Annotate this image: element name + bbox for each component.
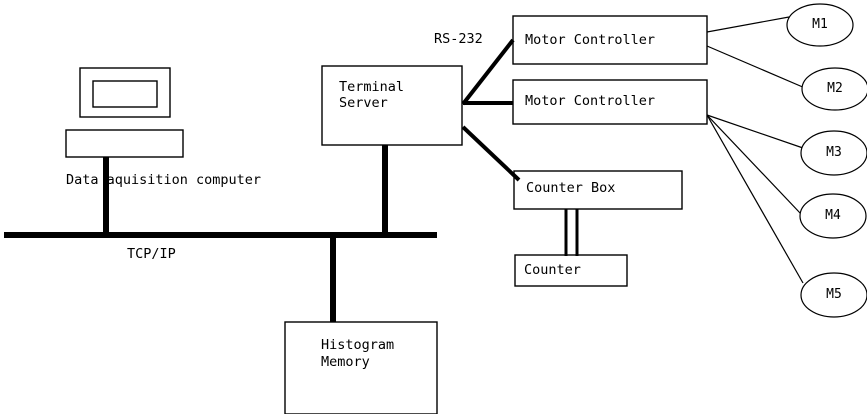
counter-box-shape xyxy=(513,170,683,210)
histogram-memory-shape xyxy=(284,321,438,414)
histogram-memory-label-line2: Memory xyxy=(321,354,370,370)
motor-m3-shape xyxy=(800,130,867,176)
counter-box-label: Counter Box xyxy=(526,180,616,196)
motor-m4-shape xyxy=(799,193,867,239)
computer-label: Data aquisition computer xyxy=(66,172,262,188)
motor-m1-label: M1 xyxy=(812,17,828,32)
motor-m2-label: M2 xyxy=(827,81,843,96)
link-mc2-to-m3 xyxy=(706,114,804,149)
motor-controller-1-shape xyxy=(512,15,708,65)
link-mc1-to-m2 xyxy=(706,45,806,89)
link-terminal-to-motor-controller-1 xyxy=(461,38,515,106)
motor-m1-shape xyxy=(786,3,854,47)
motor-m3-label: M3 xyxy=(826,145,842,160)
motor-controller-2-label: Motor Controller xyxy=(525,93,656,109)
terminal-server-label-line2: Server xyxy=(339,95,388,111)
terminal-server-shape xyxy=(321,65,463,146)
motor-m5-shape xyxy=(800,272,867,318)
link-mc2-to-m5 xyxy=(706,114,804,284)
motor-m4-label: M4 xyxy=(825,208,841,223)
link-terminal-to-counter-box xyxy=(461,125,521,182)
counter-shape xyxy=(514,254,628,287)
link-mc1-to-m1 xyxy=(706,16,790,33)
computer-base-shape xyxy=(65,129,184,158)
link-mc2-to-m4 xyxy=(706,114,802,215)
monitor-screen-shape xyxy=(92,80,158,108)
tcpip-bus-label: TCP/IP xyxy=(127,246,176,262)
motor-controller-2-shape xyxy=(512,79,708,125)
rs232-link-label: RS-232 xyxy=(434,31,483,47)
motor-m5-label: M5 xyxy=(826,287,842,302)
motor-controller-1-label: Motor Controller xyxy=(525,32,656,48)
histogram-memory-label-line1: Histogram xyxy=(321,337,395,353)
motor-m2-shape xyxy=(801,67,867,111)
terminal-server-label-line1: Terminal xyxy=(339,79,405,95)
counter-label: Counter xyxy=(524,262,581,278)
